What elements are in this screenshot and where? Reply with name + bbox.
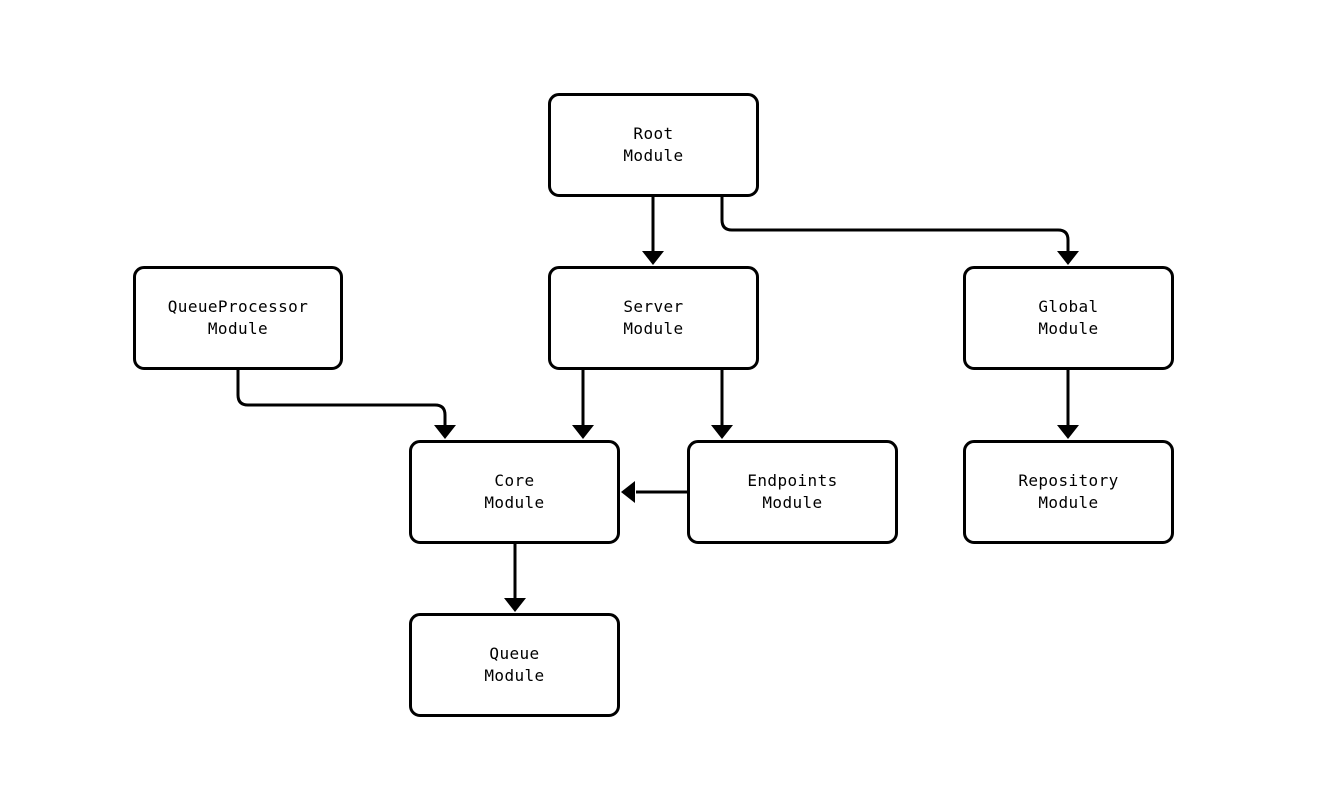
edge-line: [236, 370, 447, 425]
edge-line: [720, 197, 1070, 251]
node-label-secondary: Module: [207, 319, 269, 338]
edge-endpoints-to-core: [621, 481, 687, 503]
node-label-primary: Repository: [1018, 471, 1119, 490]
node-label-primary: Core: [494, 471, 535, 490]
node-label-primary: Global: [1038, 297, 1099, 316]
node-label-primary: QueueProcessor: [167, 297, 309, 316]
node-label-primary: Queue: [489, 644, 540, 663]
arrowhead-icon: [1057, 251, 1079, 265]
arrowhead-icon: [572, 425, 594, 439]
arrowhead-icon: [621, 481, 635, 503]
edge-server-to-core: [572, 370, 594, 439]
arrowhead-icon: [504, 598, 526, 612]
arrowhead-icon: [434, 425, 456, 439]
node-label-primary: Endpoints: [747, 471, 838, 490]
edge-queueprocessor-to-core: [236, 370, 456, 439]
node-label-secondary: Module: [762, 493, 823, 512]
edge-root-to-server: [642, 197, 664, 265]
node-label-secondary: Module: [623, 319, 684, 338]
edge-global-to-repository: [1057, 370, 1079, 439]
node-label-secondary: Module: [484, 666, 545, 685]
arrowhead-icon: [1057, 425, 1079, 439]
arrowhead-icon: [711, 425, 733, 439]
node-label-secondary: Module: [1038, 319, 1099, 338]
node-label-secondary: Module: [1038, 493, 1099, 512]
node-label-secondary: Module: [623, 146, 684, 165]
edge-core-to-queue: [504, 544, 526, 612]
node-label-primary: Server: [623, 297, 684, 316]
edge-server-to-endpoints: [711, 370, 733, 439]
edge-root-to-global: [720, 197, 1079, 265]
arrowhead-icon: [642, 251, 664, 265]
node-label-secondary: Module: [484, 493, 545, 512]
node-label-primary: Root: [633, 124, 674, 143]
